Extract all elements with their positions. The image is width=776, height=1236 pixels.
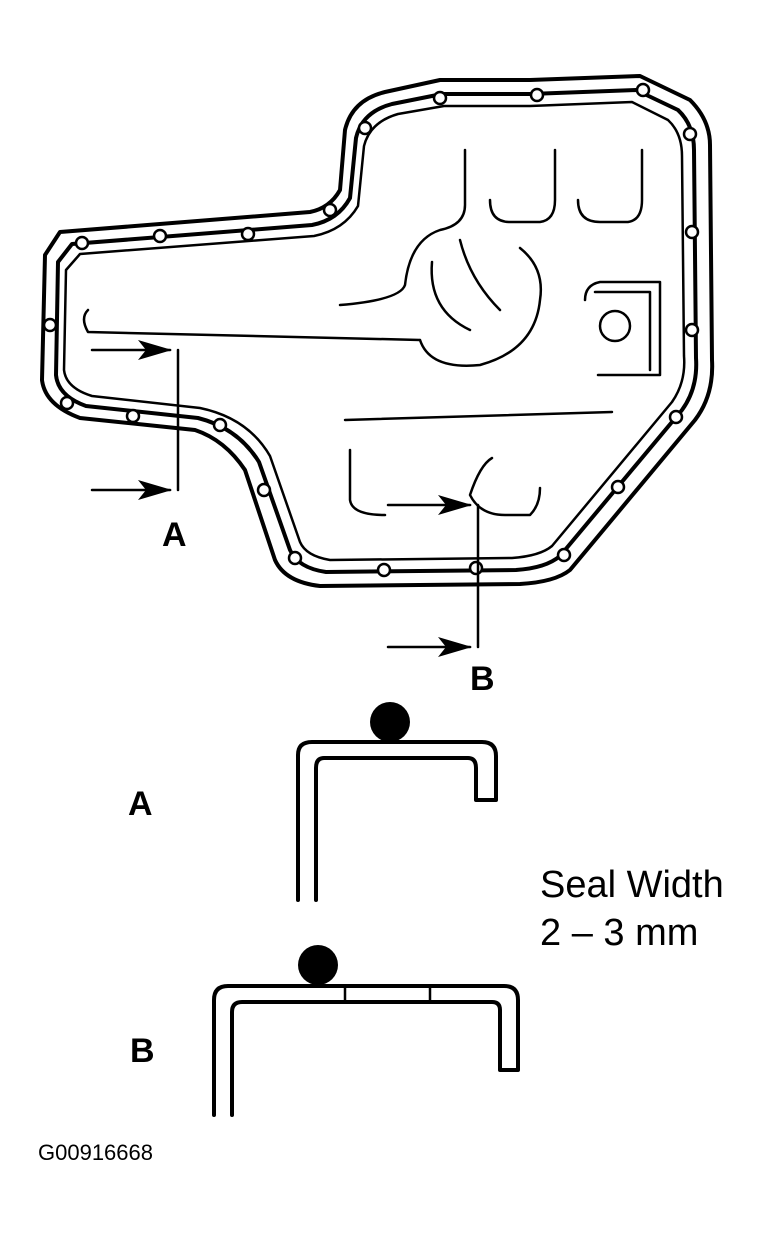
bolt-hole	[556, 547, 572, 563]
bolt-hole	[635, 82, 651, 98]
bolt-hole	[287, 550, 303, 566]
oil-pan-outer-flange	[40, 74, 715, 588]
bolt-hole	[684, 322, 700, 338]
detail-b-flange-outer	[212, 984, 520, 1117]
bolt-hole	[74, 235, 90, 251]
seal-width-label: Seal Width	[540, 864, 724, 906]
bolt-hole	[240, 226, 256, 242]
section-marker-a: A	[90, 340, 187, 554]
section-label-b: B	[470, 660, 495, 698]
bolt-hole	[684, 224, 700, 240]
seal-bead-b	[298, 945, 338, 985]
section-marker-b: B	[386, 495, 495, 698]
bolt-hole	[376, 562, 392, 578]
bolt-hole	[357, 120, 373, 136]
bolt-hole	[42, 317, 58, 333]
bolt-hole	[125, 408, 141, 424]
seal-width-note: Seal Width 2 – 3 mm	[540, 864, 724, 954]
figure-code: G00916668	[38, 1140, 153, 1165]
oil-pan-interior	[82, 148, 662, 517]
detail-label-b: B	[130, 1032, 155, 1070]
bolt-hole	[59, 395, 75, 411]
seal-bead-a	[370, 702, 410, 742]
detail-label-a: A	[128, 785, 153, 823]
bolt-holes	[42, 82, 700, 578]
bolt-hole	[668, 409, 684, 425]
bolt-hole	[256, 482, 272, 498]
detail-b: B	[130, 945, 520, 1117]
oil-pan	[40, 74, 715, 588]
bolt-hole	[322, 202, 338, 218]
oil-pan-gasket-groove	[62, 100, 686, 562]
seal-width-value: 2 – 3 mm	[540, 912, 698, 954]
bolt-hole	[432, 90, 448, 106]
bolt-hole	[529, 87, 545, 103]
detail-a-flange-outer	[296, 740, 498, 902]
detail-a: A	[128, 702, 498, 902]
bolt-hole	[682, 126, 698, 142]
bolt-hole	[212, 417, 228, 433]
bolt-hole	[468, 560, 484, 576]
bolt-hole	[152, 228, 168, 244]
bolt-hole	[610, 479, 626, 495]
section-label-a: A	[162, 516, 187, 554]
